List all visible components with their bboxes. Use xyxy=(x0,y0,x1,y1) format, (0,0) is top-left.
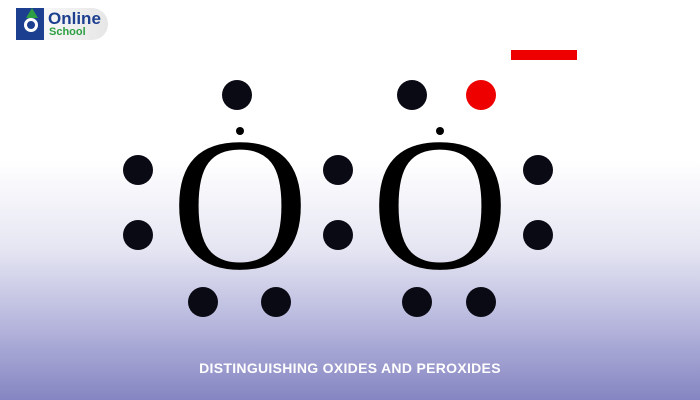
electron-dot xyxy=(523,220,553,250)
electron-dot xyxy=(523,155,553,185)
electron-dot xyxy=(466,287,496,317)
online-school-logo: Online School xyxy=(16,8,108,40)
extra-electron xyxy=(466,80,496,110)
atom-2-dot xyxy=(436,127,444,135)
electron-dot xyxy=(188,287,218,317)
electron-dot xyxy=(402,287,432,317)
logo-mark-icon xyxy=(16,8,44,40)
logo-text-online: Online xyxy=(48,9,101,28)
negative-charge xyxy=(511,50,577,60)
atom-1-dot xyxy=(236,127,244,135)
electron-dot xyxy=(123,155,153,185)
logo-text-school: School xyxy=(49,26,86,38)
electron-dot xyxy=(261,287,291,317)
electron-dot xyxy=(323,220,353,250)
caption: DISTINGUISHING OXIDES AND PEROXIDES xyxy=(199,360,501,376)
electron-dot xyxy=(323,155,353,185)
electron-dot xyxy=(222,80,252,110)
electron-dot xyxy=(397,80,427,110)
electron-dot xyxy=(123,220,153,250)
